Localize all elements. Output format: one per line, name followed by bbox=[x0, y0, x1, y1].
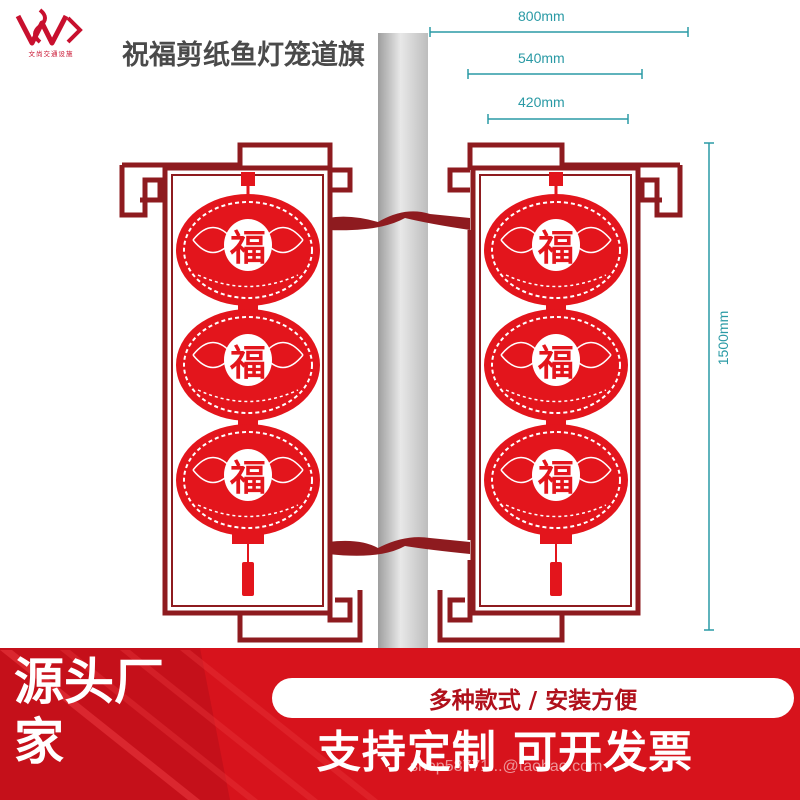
product-title: 祝福剪纸鱼灯笼道旗 bbox=[122, 40, 365, 71]
lantern-base bbox=[540, 534, 572, 544]
pole-clamp-top bbox=[328, 211, 470, 231]
source-factory-label: 源头厂家 bbox=[14, 653, 164, 771]
promo-banner-background bbox=[0, 648, 800, 800]
paper-cut-lantern: 福 bbox=[484, 309, 628, 421]
fu-character: 福 bbox=[229, 227, 266, 269]
paper-cut-lantern: 福 bbox=[484, 194, 628, 306]
right-banner-frame bbox=[437, 142, 683, 643]
tassel bbox=[550, 562, 562, 596]
feature-pill: 多种款式 / 安装方便 bbox=[272, 678, 794, 718]
fu-character: 福 bbox=[537, 342, 574, 384]
dim-label-540: 540mm bbox=[518, 50, 565, 66]
pole-clamp-bottom bbox=[328, 537, 470, 556]
left-lantern-string: 福福福 bbox=[176, 172, 320, 596]
dimension-lines bbox=[429, 27, 714, 631]
lantern-cap bbox=[549, 172, 563, 186]
fu-character: 福 bbox=[537, 227, 574, 269]
paper-cut-lantern: 福 bbox=[484, 424, 628, 536]
street-pole bbox=[378, 33, 428, 653]
fu-character: 福 bbox=[537, 457, 574, 499]
lantern-base bbox=[232, 534, 264, 544]
custom-invoice-label: 支持定制 可开发票 bbox=[316, 727, 694, 778]
paper-cut-lantern: 福 bbox=[176, 424, 320, 536]
fu-character: 福 bbox=[229, 342, 266, 384]
paper-cut-lantern: 福 bbox=[176, 309, 320, 421]
watermark: shop58771...@taobao.com bbox=[410, 758, 603, 775]
left-banner-frame bbox=[119, 142, 363, 643]
paper-cut-lantern: 福 bbox=[176, 194, 320, 306]
tassel bbox=[242, 562, 254, 596]
dim-label-1500: 1500mm bbox=[715, 310, 732, 366]
fu-character: 福 bbox=[229, 457, 266, 499]
dim-label-800: 800mm bbox=[518, 8, 565, 24]
dim-label-420: 420mm bbox=[518, 94, 565, 110]
brand-name: 文尚交通设施 bbox=[28, 50, 74, 58]
logo-icon bbox=[15, 8, 83, 46]
ws-monogram-logo bbox=[10, 8, 90, 70]
right-lantern-string: 福福福 bbox=[484, 172, 628, 596]
lantern-cap bbox=[241, 172, 255, 186]
